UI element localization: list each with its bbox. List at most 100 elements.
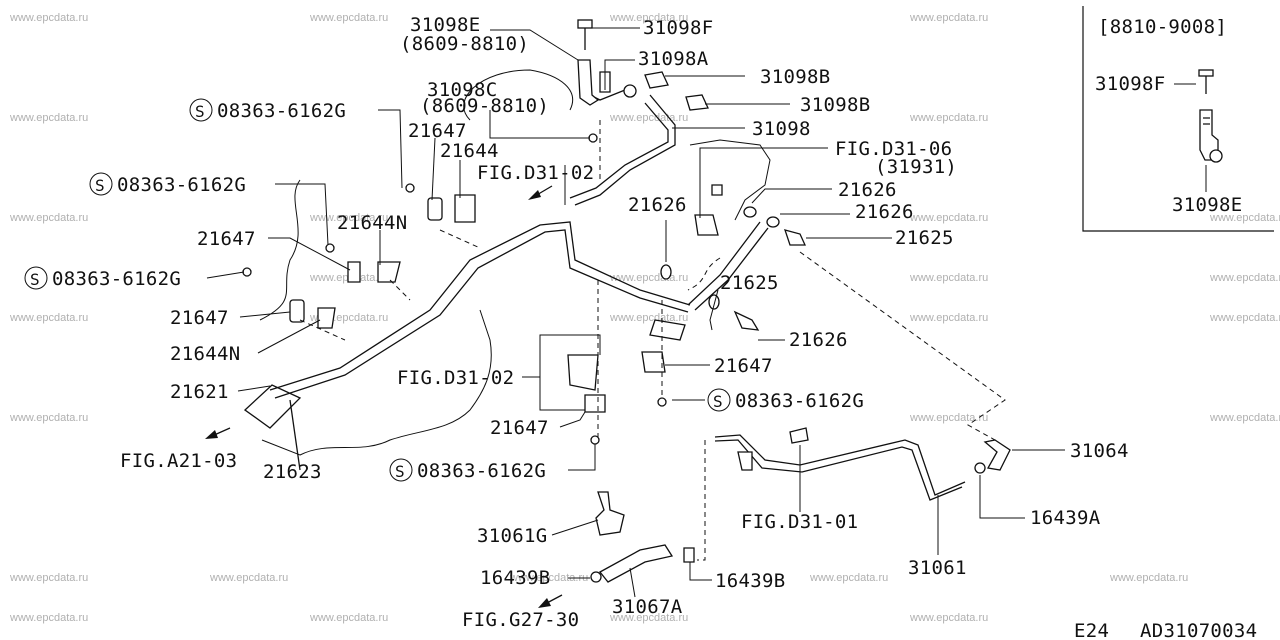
vacuum-hose-inner (569, 102, 669, 199)
leader-line (378, 109, 403, 189)
washer-icon (660, 264, 672, 280)
hose-outline (463, 69, 573, 121)
drawing (205, 19, 1011, 608)
part-label-21647: 21647 (197, 228, 256, 250)
watermark: www.epcdata.ru (609, 12, 688, 24)
watermark: www.epcdata.ru (9, 312, 88, 324)
watermark: www.epcdata.ru (209, 572, 288, 584)
s-mark: S (95, 176, 105, 195)
watermark: www.epcdata.ru (909, 612, 988, 624)
watermark: www.epcdata.ru (509, 572, 588, 584)
hose-clamp-icon (623, 84, 637, 98)
watermark: www.epcdata.ru (1209, 312, 1280, 324)
leader-line (551, 519, 599, 536)
clip-icon (427, 197, 443, 221)
bolt-icon (588, 133, 598, 143)
fuel-pipe-drop (289, 399, 301, 471)
hose-clamp-icon (595, 491, 625, 536)
inset-border (1082, 6, 1274, 232)
part-label-08363-6162G: 08363-6162G (52, 268, 181, 290)
leader-line (522, 334, 601, 411)
fig-ref-G27-30: FIG.G27-30 (462, 609, 579, 631)
pipe-right-inner (694, 227, 769, 311)
leader-line (699, 147, 828, 218)
fig-ref-D31-06: FIG.D31-06 (835, 138, 952, 160)
bolt-icon (657, 397, 667, 407)
inset-label-31098E: 31098E (1172, 194, 1242, 216)
leader-line (237, 385, 271, 392)
watermark: www.epcdata.ru (909, 112, 988, 124)
part-label-date-range: (8609-8810) (420, 95, 549, 117)
leader-line (979, 475, 1025, 519)
washer-icon (766, 216, 780, 228)
part-label-31098E: 31098E (410, 14, 480, 36)
s-symbols: S S S S S (24, 98, 731, 482)
leader-line (689, 562, 712, 581)
part-label-21626: 21626 (628, 194, 687, 216)
watermark: www.epcdata.ru (309, 612, 388, 624)
dashed-link (439, 229, 481, 249)
s-mark: S (30, 270, 40, 289)
callouts: 31098E (8609-8810) 31098F 31098A 31098C … (52, 14, 1257, 640)
leader-line (568, 444, 596, 471)
body-outline (259, 179, 301, 321)
dashed-link (687, 257, 721, 291)
part-label-21626: 21626 (838, 179, 897, 201)
part-label-21647: 21647 (490, 417, 549, 439)
inset-panel: [8810-9008] 31098F 31098E (1082, 6, 1274, 232)
fig-ref-A21-03: FIG.A21-03 (120, 450, 237, 472)
part-label-21626: 21626 (789, 329, 848, 351)
watermark: www.epcdata.ru (9, 412, 88, 424)
watermark: www.epcdata.ru (9, 612, 88, 624)
leader-line (709, 289, 719, 331)
leader-line (275, 183, 329, 246)
part-label-31098A: 31098A (638, 48, 709, 70)
part-label-08363-6162G: 08363-6162G (417, 460, 546, 482)
part-label-21644: 21644 (440, 140, 499, 162)
watermarks: www.epcdata.ru www.epcdata.ru www.epcdat… (9, 12, 1280, 624)
part-label-08363-6162G: 08363-6162G (217, 100, 346, 122)
watermark: www.epcdata.ru (1209, 272, 1280, 284)
part-label-date-range: (8609-8810) (400, 33, 529, 55)
fuel-pipe (269, 221, 691, 391)
hose-icon (599, 544, 674, 583)
part-label-31061G: 31061G (477, 525, 547, 547)
part-label-16439B: 16439B (715, 570, 785, 592)
part-label-31098: 31098 (752, 118, 811, 140)
s-symbol-icon: S (189, 98, 213, 122)
part-label-21647: 21647 (408, 120, 467, 142)
part-label-16439B: 16439B (480, 567, 550, 589)
watermark: www.epcdata.ru (1209, 212, 1280, 224)
watermark: www.epcdata.ru (909, 312, 988, 324)
leader-line (206, 271, 245, 279)
part-label-21647: 21647 (170, 307, 229, 329)
part-label-08363-6162G: 08363-6162G (735, 390, 864, 412)
s-mark: S (713, 392, 723, 411)
fig-ref-D31-02: FIG.D31-02 (477, 162, 594, 184)
brake-shape (689, 139, 771, 221)
watermark: www.epcdata.ru (909, 12, 988, 24)
part-label-31098B: 31098B (760, 66, 830, 88)
washer-icon (743, 206, 757, 218)
pipe-right (687, 221, 761, 306)
watermark: www.epcdata.ru (909, 212, 988, 224)
watermark: www.epcdata.ru (1209, 412, 1280, 424)
clip-icon (454, 194, 476, 223)
vacuum-pipe-inner (714, 439, 963, 501)
part-label-21647: 21647 (714, 355, 773, 377)
part-label-31064: 31064 (1070, 440, 1129, 462)
watermark: www.epcdata.ru (9, 112, 88, 124)
watermark: www.epcdata.ru (9, 572, 88, 584)
dashed-link (697, 440, 706, 561)
clip-icon (347, 261, 361, 283)
washer-icon (708, 294, 720, 310)
watermark: www.epcdata.ru (609, 612, 688, 624)
leader-line (490, 29, 579, 61)
part-label-31931: (31931) (875, 156, 957, 178)
part-label-21626: 21626 (855, 201, 914, 223)
part-label-21644N: 21644N (170, 343, 240, 365)
bracket-icon (737, 451, 753, 471)
banjo-bolt-icon (784, 229, 807, 246)
arrow-icon (528, 185, 553, 200)
